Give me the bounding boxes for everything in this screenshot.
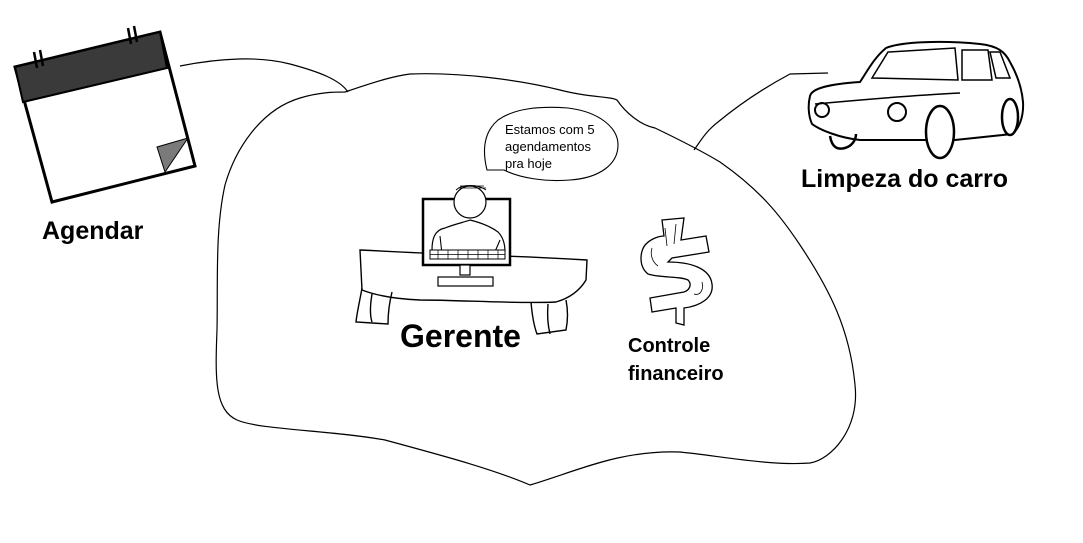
calendar-icon — [13, 25, 197, 204]
car-icon — [807, 40, 1025, 160]
speech-line-2: agendamentos — [505, 139, 592, 154]
speech-bubble-text: Estamos com 5 agendamentos pra hoje — [505, 121, 595, 172]
speech-line-1: Estamos com 5 — [505, 122, 595, 137]
speech-bubble — [484, 106, 619, 182]
speech-line-3: pra hoje — [505, 156, 552, 171]
label-limpeza-do-carro: Limpeza do carro — [801, 165, 1008, 193]
label-controle-line1: Controle — [628, 335, 711, 357]
label-gerente: Gerente — [400, 318, 521, 354]
label-agendar: Agendar — [42, 217, 144, 245]
company-boundary — [215, 73, 857, 486]
label-controle-line2: financeiro — [628, 363, 724, 385]
manager-at-computer-icon — [421, 185, 512, 287]
connector-limpeza — [693, 72, 829, 151]
dollar-sign-icon — [640, 217, 713, 326]
connector-agendar — [179, 58, 349, 93]
label-controle-financeiro: Controle financeiro — [628, 332, 724, 388]
